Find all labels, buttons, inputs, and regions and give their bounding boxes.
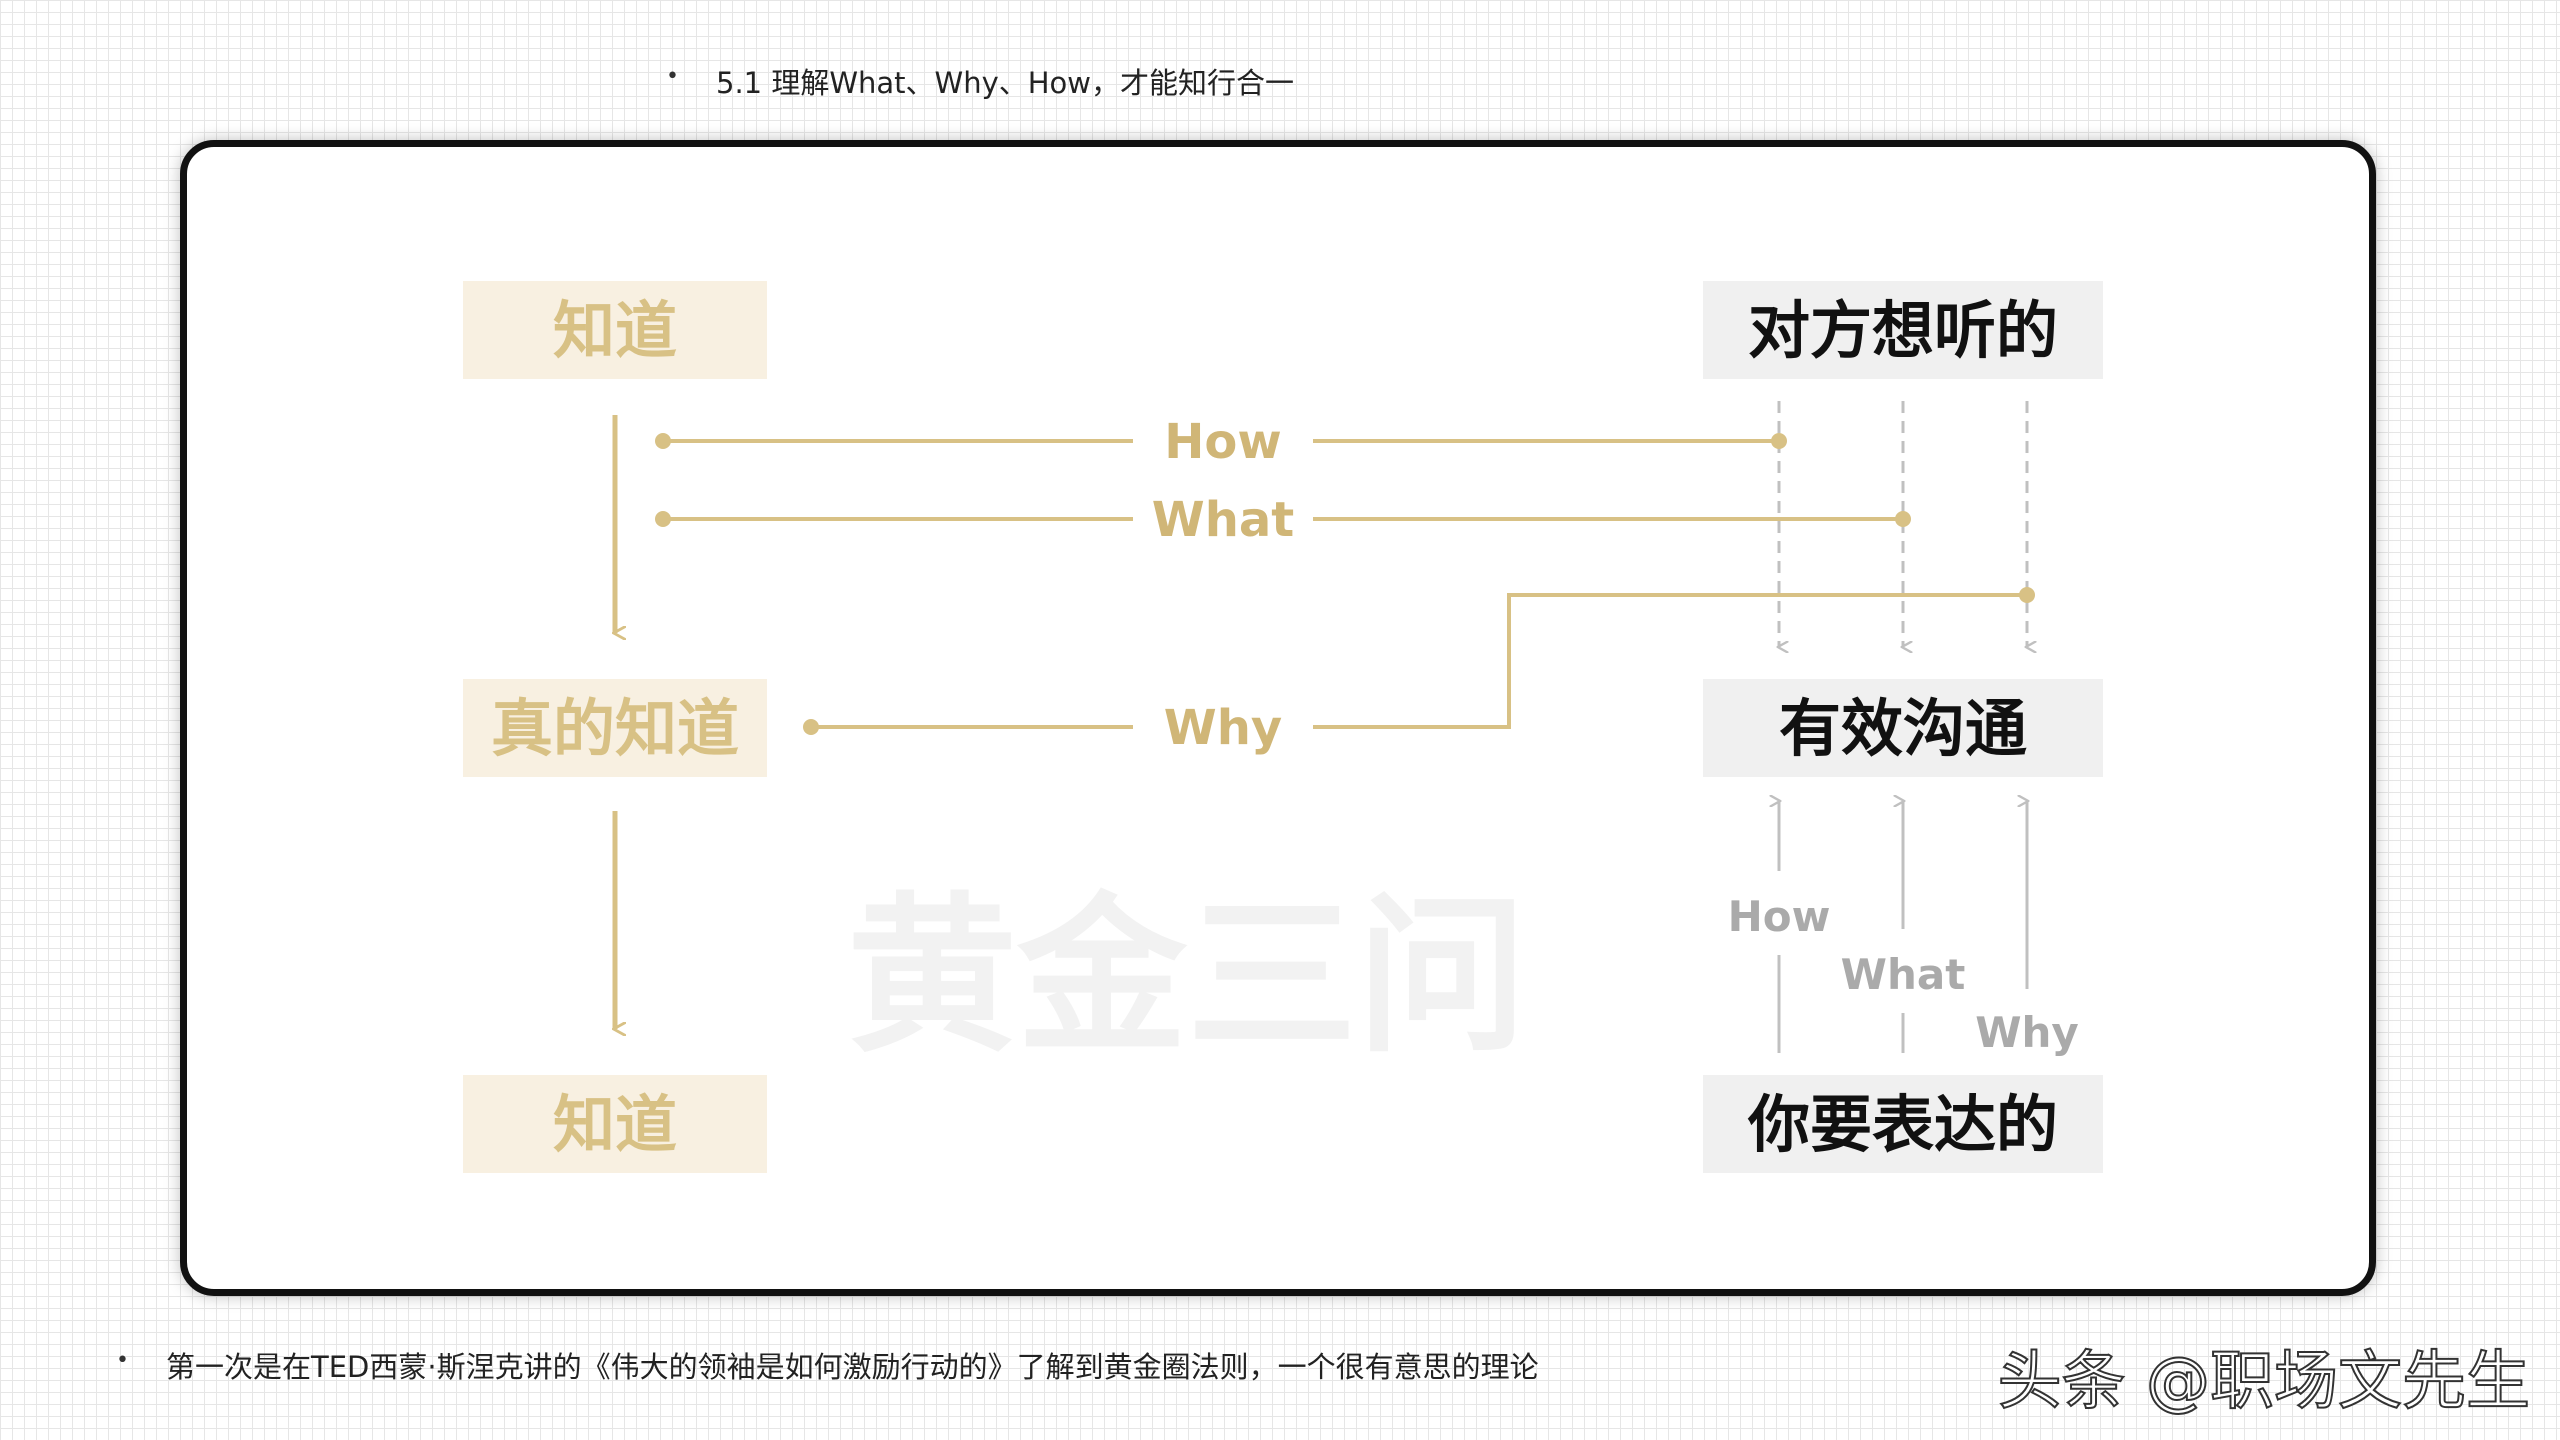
footer-text: 第一次是在TED西蒙·斯涅克讲的《伟大的领袖是如何激励行动的》了解到黄金圈法则，… [166, 1350, 1539, 1384]
what-end-dot [1895, 511, 1911, 527]
what-gold-label: What [1152, 492, 1294, 548]
left-box-middle-label: 真的知道 [491, 692, 739, 765]
golden-circle-diagram: 黄金三问 知道 真的知道 知道 对方想听的 有效沟通 你要表达的 How Wha… [463, 281, 2103, 1173]
right-box-middle [1703, 679, 2103, 777]
right-box-top [1703, 281, 2103, 379]
what-gray-label: What [1841, 950, 1966, 999]
how-end-dot [1771, 433, 1787, 449]
how-gold-label: How [1164, 414, 1282, 470]
right-box-top-label: 对方想听的 [1748, 294, 2058, 367]
diagram-card: 黄金三问 知道 真的知道 知道 对方想听的 有效沟通 你要表达的 How Wha… [180, 140, 2376, 1296]
why-gold-label: Why [1164, 700, 1282, 756]
bullet-dot: • [116, 1348, 129, 1373]
watermark-text: 头条 @职场文先生 [1997, 1344, 2531, 1420]
left-box-bottom-label: 知道 [553, 1088, 677, 1161]
left-box-bottom [463, 1075, 767, 1173]
left-box-top-label: 知道 [553, 294, 677, 367]
bullet-dot: • [666, 64, 679, 89]
right-box-bottom [1703, 1075, 2103, 1173]
why-gray-label: Why [1975, 1008, 2079, 1057]
center-title: 黄金三问 [847, 878, 1527, 1076]
why-end-dot [2019, 587, 2035, 603]
why-line-right [1313, 593, 2027, 729]
how-gray-label: How [1728, 892, 1831, 941]
left-box-middle [463, 679, 767, 777]
right-box-bottom-label: 你要表达的 [1747, 1088, 2058, 1161]
left-box-top [463, 281, 767, 379]
right-box-middle-label: 有效沟通 [1779, 692, 2027, 765]
header-text: 5.1 理解What、Why、How，才能知行合一 [716, 66, 1295, 100]
